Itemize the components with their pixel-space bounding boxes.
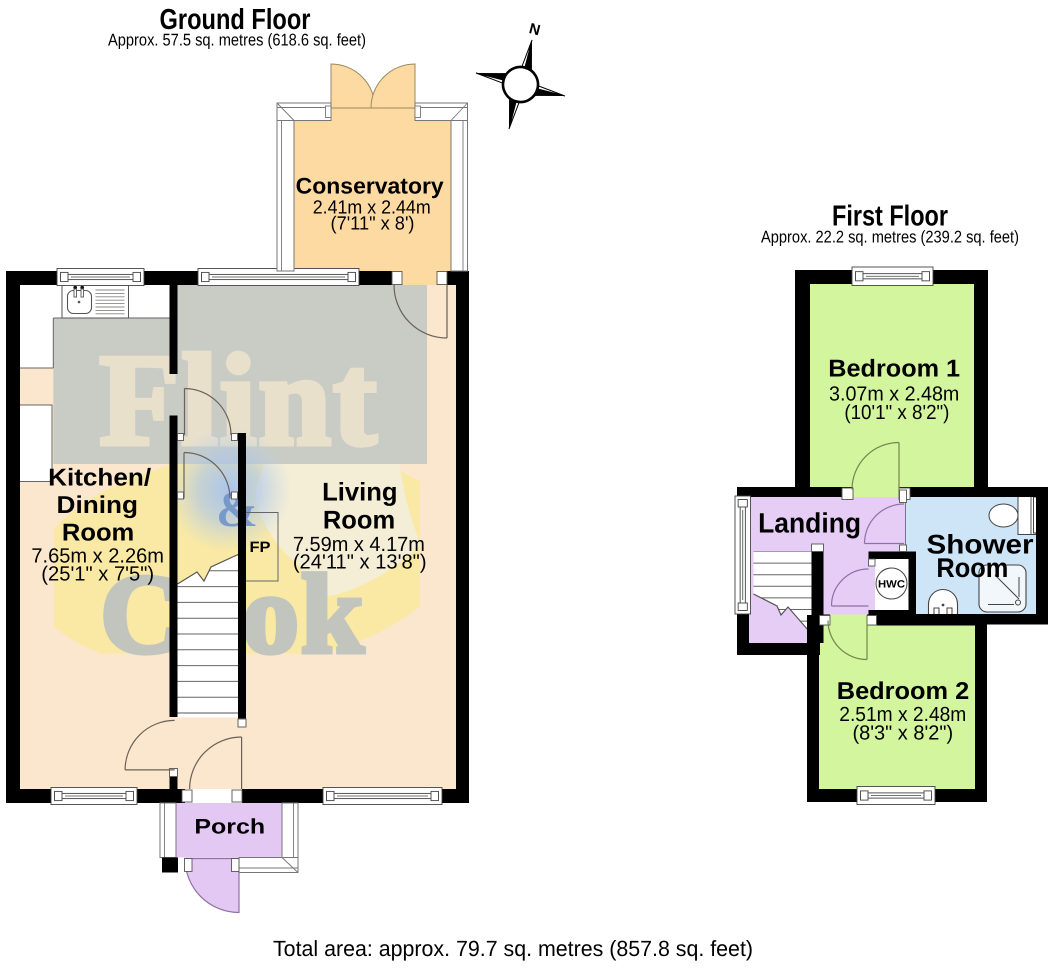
svg-text:Dining: Dining	[57, 492, 139, 519]
svg-text:Porch: Porch	[194, 816, 265, 839]
svg-text:Ground Floor: Ground Floor	[160, 4, 311, 36]
svg-text:(24'11" x 13'8"): (24'11" x 13'8")	[293, 551, 427, 574]
svg-text:(8'3" x 8'2"): (8'3" x 8'2")	[852, 723, 953, 745]
svg-text:3.07m x 2.48m: 3.07m x 2.48m	[829, 384, 959, 406]
svg-text:2.41m x 2.44m: 2.41m x 2.44m	[313, 198, 431, 219]
svg-text:Approx. 57.5 sq. metres (618.6: Approx. 57.5 sq. metres (618.6 sq. feet)	[108, 31, 366, 50]
svg-text:Bedroom 2: Bedroom 2	[837, 678, 970, 705]
svg-text:(7'11" x 8'): (7'11" x 8')	[331, 214, 415, 235]
svg-text:7.59m x 4.17m: 7.59m x 4.17m	[293, 533, 425, 556]
svg-text:Kitchen/: Kitchen/	[48, 465, 151, 492]
svg-text:7.65m x 2.26m: 7.65m x 2.26m	[31, 544, 164, 567]
svg-text:Conservatory: Conservatory	[296, 174, 444, 199]
svg-text:(10'1" x 8'2"): (10'1" x 8'2")	[844, 402, 949, 424]
svg-text:2.51m x 2.48m: 2.51m x 2.48m	[839, 704, 966, 726]
svg-text:First Floor: First Floor	[832, 201, 948, 233]
svg-text:N: N	[527, 20, 542, 39]
svg-text:Room: Room	[62, 519, 134, 546]
svg-text:Approx. 22.2 sq. metres (239.2: Approx. 22.2 sq. metres (239.2 sq. feet)	[761, 228, 1019, 247]
svg-text:Room: Room	[323, 507, 395, 535]
svg-text:Shower: Shower	[927, 530, 1035, 560]
svg-text:Room: Room	[936, 553, 1008, 583]
svg-text:Living: Living	[322, 479, 397, 507]
svg-text:(25'1" x 7'5"): (25'1" x 7'5")	[41, 563, 154, 586]
svg-text:Total area: approx. 79.7 sq. m: Total area: approx. 79.7 sq. metres (857…	[273, 936, 753, 961]
svg-text:HWC: HWC	[878, 579, 905, 591]
svg-text:Landing: Landing	[758, 508, 861, 539]
svg-text:Bedroom 1: Bedroom 1	[828, 355, 960, 382]
svg-text:FP: FP	[250, 539, 271, 556]
svg-text:&: &	[216, 481, 258, 537]
